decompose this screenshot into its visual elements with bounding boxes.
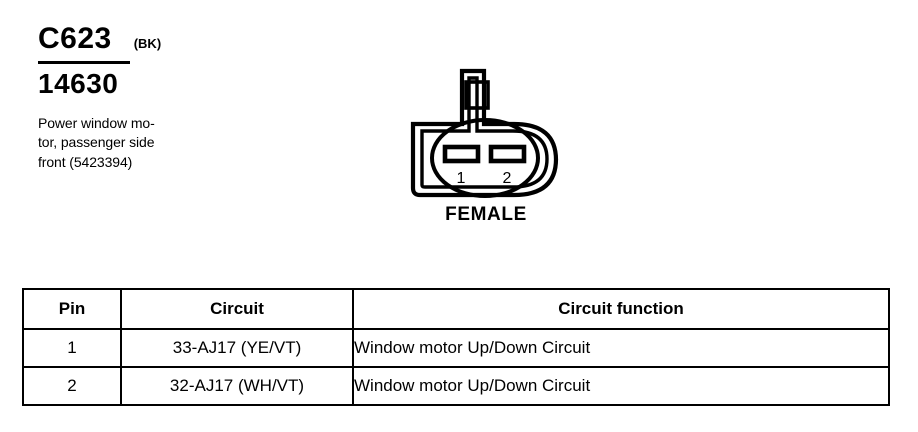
pin-number-1: 1 xyxy=(457,170,466,187)
header-circuit: Circuit xyxy=(120,288,354,330)
connector-part-number: 14630 xyxy=(38,68,119,99)
connector-cavity-oval xyxy=(430,118,540,198)
description-line-3: front (5423394) xyxy=(38,153,133,170)
connector-diagram: 1 2 xyxy=(396,52,576,232)
pin-assignment-table: Pin Circuit Circuit function 1 33-AJ17 (… xyxy=(22,288,890,406)
connector-latch-tab xyxy=(464,80,490,110)
connector-shell-inner-line xyxy=(420,76,549,189)
description-line-1: Power window mo- xyxy=(38,115,155,131)
connector-outer-shell xyxy=(410,68,559,198)
pin-slot-2 xyxy=(488,144,527,164)
description-line-2: tor, passenger side xyxy=(38,134,155,151)
connector-code-row: C623 (BK) xyxy=(38,24,298,54)
connector-color-code: (BK) xyxy=(133,36,162,51)
table-row: 2 32-AJ17 (WH/VT) Window motor Up/Down C… xyxy=(22,366,890,406)
header-circuit-function: Circuit function xyxy=(352,288,890,330)
connector-code: C623 xyxy=(38,22,112,55)
pin-number-2: 2 xyxy=(503,170,512,187)
connector-description: Power window mo- tor, passenger side fro… xyxy=(38,114,298,172)
table-row: 1 33-AJ17 (YE/VT) Window motor Up/Down C… xyxy=(22,328,890,368)
header-pin: Pin xyxy=(22,288,122,330)
cell-circuit-function: Window motor Up/Down Circuit xyxy=(352,366,890,406)
cell-circuit-function: Window motor Up/Down Circuit xyxy=(352,328,890,368)
connector-gender-label: FEMALE xyxy=(445,204,527,225)
divider-rule xyxy=(38,61,130,64)
cell-circuit: 32-AJ17 (WH/VT) xyxy=(120,366,354,406)
cell-pin: 1 xyxy=(22,328,122,368)
pin-slot-1 xyxy=(442,144,481,164)
cell-circuit: 33-AJ17 (YE/VT) xyxy=(120,328,354,368)
connector-identification-block: C623 (BK) 14630 Power window mo- tor, pa… xyxy=(38,24,298,172)
table-header-row: Pin Circuit Circuit function xyxy=(22,288,890,330)
cell-pin: 2 xyxy=(22,366,122,406)
